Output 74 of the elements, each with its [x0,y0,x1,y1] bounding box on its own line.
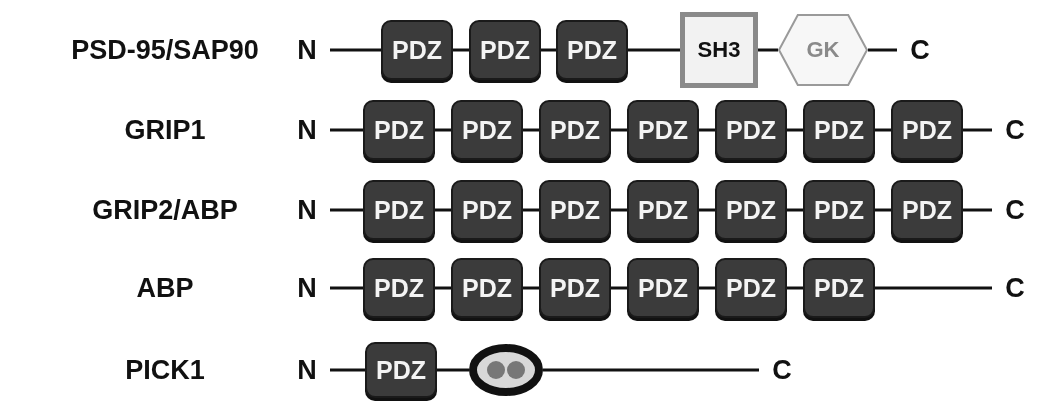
linker-line [787,128,803,132]
pdz-domain: PDZ [803,100,875,160]
linker-line [435,128,451,132]
linker-line [868,48,897,52]
pdz-domain: PDZ [539,100,611,160]
terminus-label: C [1005,196,1025,224]
linker-line [875,128,891,132]
pdz-domain: PDZ [363,258,435,318]
terminus-label: C [910,36,930,64]
pdz-domain: PDZ [363,180,435,240]
pdz-domain: PDZ [451,258,523,318]
linker-line [699,208,715,212]
coiled-coil-oval [469,344,543,396]
linker-line [543,368,759,372]
terminus-label: N [297,36,317,64]
terminus-label: C [772,356,792,384]
pdz-domain: PDZ [451,180,523,240]
linker-line [330,208,363,212]
linker-line [699,286,715,290]
linker-line [875,286,992,290]
pdz-domain: PDZ [381,20,453,80]
pdz-domain: PDZ [539,258,611,318]
linker-line [963,208,992,212]
pdz-domain: PDZ [891,100,963,160]
linker-line [523,286,539,290]
protein-name: GRIP1 [123,114,207,146]
terminus-label: C [1005,274,1025,302]
pdz-domain: PDZ [803,258,875,318]
linker-line [875,208,891,212]
linker-line [963,128,992,132]
pdz-domain: PDZ [627,180,699,240]
linker-line [787,286,803,290]
terminus-label: N [297,116,317,144]
pdz-domain: PDZ [627,100,699,160]
linker-line [330,128,363,132]
pdz-domain: PDZ [539,180,611,240]
protein-name: ABP [135,272,195,304]
pdz-domain: PDZ [627,258,699,318]
pdz-domain: PDZ [363,100,435,160]
linker-line [437,368,469,372]
pdz-domain: PDZ [365,342,437,398]
linker-line [330,48,381,52]
pdz-domain: PDZ [556,20,628,80]
pdz-domain: PDZ [469,20,541,80]
linker-line [611,286,627,290]
terminus-label: N [297,356,317,384]
linker-line [523,128,539,132]
linker-line [330,286,363,290]
terminus-label: C [1005,116,1025,144]
terminus-label: N [297,274,317,302]
gk-hexagon: GK [778,14,868,86]
linker-line [758,48,778,52]
pdz-domain: PDZ [891,180,963,240]
linker-line [330,368,365,372]
pdz-domain: PDZ [803,180,875,240]
linker-line [435,208,451,212]
linker-line [628,48,680,52]
protein-name: GRIP2/ABP [91,194,239,226]
linker-line [453,48,469,52]
linker-line [611,208,627,212]
pdz-domain: PDZ [715,258,787,318]
protein-name: PSD-95/SAP90 [70,34,260,66]
linker-line [435,286,451,290]
terminus-label: N [297,196,317,224]
linker-line [523,208,539,212]
linker-line [699,128,715,132]
pdz-domain: PDZ [451,100,523,160]
sh3-domain: SH3 [680,12,758,88]
pdz-domain: PDZ [715,180,787,240]
protein-name: PICK1 [124,354,206,386]
linker-line [611,128,627,132]
linker-line [787,208,803,212]
linker-line [541,48,556,52]
pdz-domain: PDZ [715,100,787,160]
